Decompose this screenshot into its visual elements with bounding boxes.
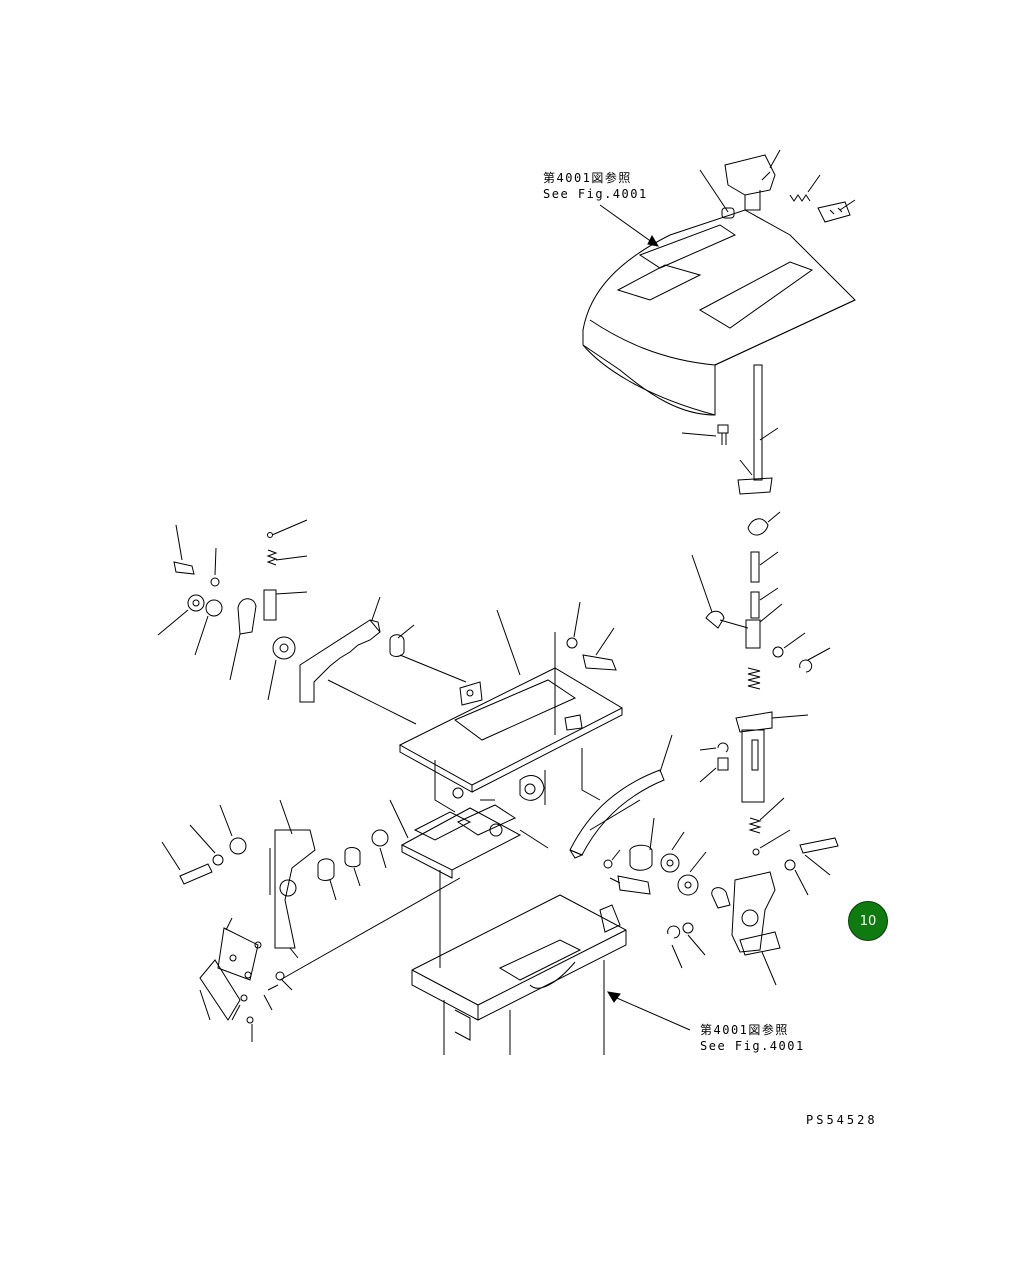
nut xyxy=(772,646,784,658)
shift-rod xyxy=(681,364,779,495)
pin xyxy=(721,207,735,219)
washer xyxy=(682,922,694,934)
washer xyxy=(660,853,680,873)
lower-left-fragments xyxy=(199,917,293,1042)
rack-lever xyxy=(299,596,381,703)
snap-ring xyxy=(667,925,681,939)
bushing xyxy=(711,887,731,909)
reference-note-jp: 第4001図参照 xyxy=(700,1023,789,1037)
leader-lines xyxy=(599,149,856,247)
clip xyxy=(817,201,851,223)
ball-joint xyxy=(747,518,769,536)
page-number-label: 10 xyxy=(859,913,877,929)
bushing xyxy=(629,844,653,871)
guide-bracket xyxy=(735,711,809,803)
bolt xyxy=(799,837,839,854)
reference-note-en: See Fig.4001 xyxy=(700,1039,805,1053)
alignment-lines xyxy=(267,829,691,1031)
lower-plate xyxy=(400,787,522,879)
pin xyxy=(750,551,760,583)
drawing-code: PS54528 xyxy=(806,1113,878,1127)
snap-ring xyxy=(799,659,813,673)
console-cover xyxy=(582,209,856,416)
reference-note-top: 第4001図参照 See Fig.4001 xyxy=(543,170,648,202)
sector-plate xyxy=(569,734,673,859)
reference-note-bottom: 第4001図参照 See Fig.4001 xyxy=(700,1022,805,1054)
main-frame xyxy=(398,609,624,813)
page-number-badge[interactable]: 10 xyxy=(848,901,888,941)
washer xyxy=(566,637,578,649)
collar xyxy=(717,757,729,771)
spring xyxy=(748,817,762,834)
washer xyxy=(677,874,699,896)
bolt xyxy=(617,875,651,895)
spring xyxy=(789,194,811,202)
detent-block xyxy=(731,871,781,986)
bolt xyxy=(582,654,617,671)
ball xyxy=(752,848,760,856)
washer xyxy=(603,859,613,869)
lever xyxy=(691,554,783,649)
console-base xyxy=(411,870,627,1055)
snap-ring xyxy=(717,742,729,753)
reference-note-jp: 第4001図参照 xyxy=(543,171,632,185)
bushing xyxy=(452,787,464,799)
pin xyxy=(750,591,760,619)
shift-knob xyxy=(724,154,776,211)
washer xyxy=(272,636,296,660)
lower-left-linkage xyxy=(161,799,409,949)
bushing xyxy=(389,634,405,657)
washer xyxy=(784,859,796,871)
spring xyxy=(747,667,761,690)
upper-left-linkage xyxy=(157,519,308,681)
reference-note-en: See Fig.4001 xyxy=(543,187,648,201)
